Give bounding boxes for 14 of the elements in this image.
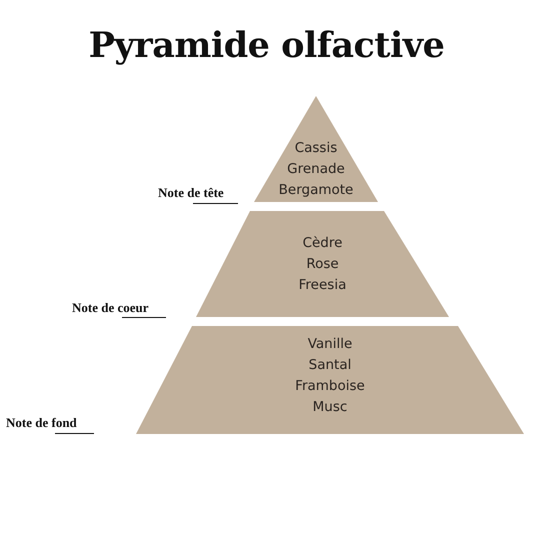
note-ingredient: Framboise [295, 377, 365, 396]
note-ingredient: Musc [312, 398, 348, 417]
tier-label: Note de fond [6, 415, 77, 431]
note-ingredient: Grenade [287, 160, 345, 179]
note-ingredient: Bergamote [278, 181, 354, 200]
note-ingredient: Vanille [308, 335, 352, 354]
note-ingredient: Cassis [294, 139, 338, 158]
note-ingredient: Santal [308, 356, 352, 375]
tier-label: Note de tête [158, 185, 224, 201]
note-ingredient: Freesia [298, 276, 346, 295]
note-ingredient: Cèdre [302, 234, 342, 253]
title: Pyramide olfactive [88, 28, 446, 63]
tier-label: Note de coeur [72, 300, 149, 316]
note-ingredient: Rose [306, 255, 339, 274]
